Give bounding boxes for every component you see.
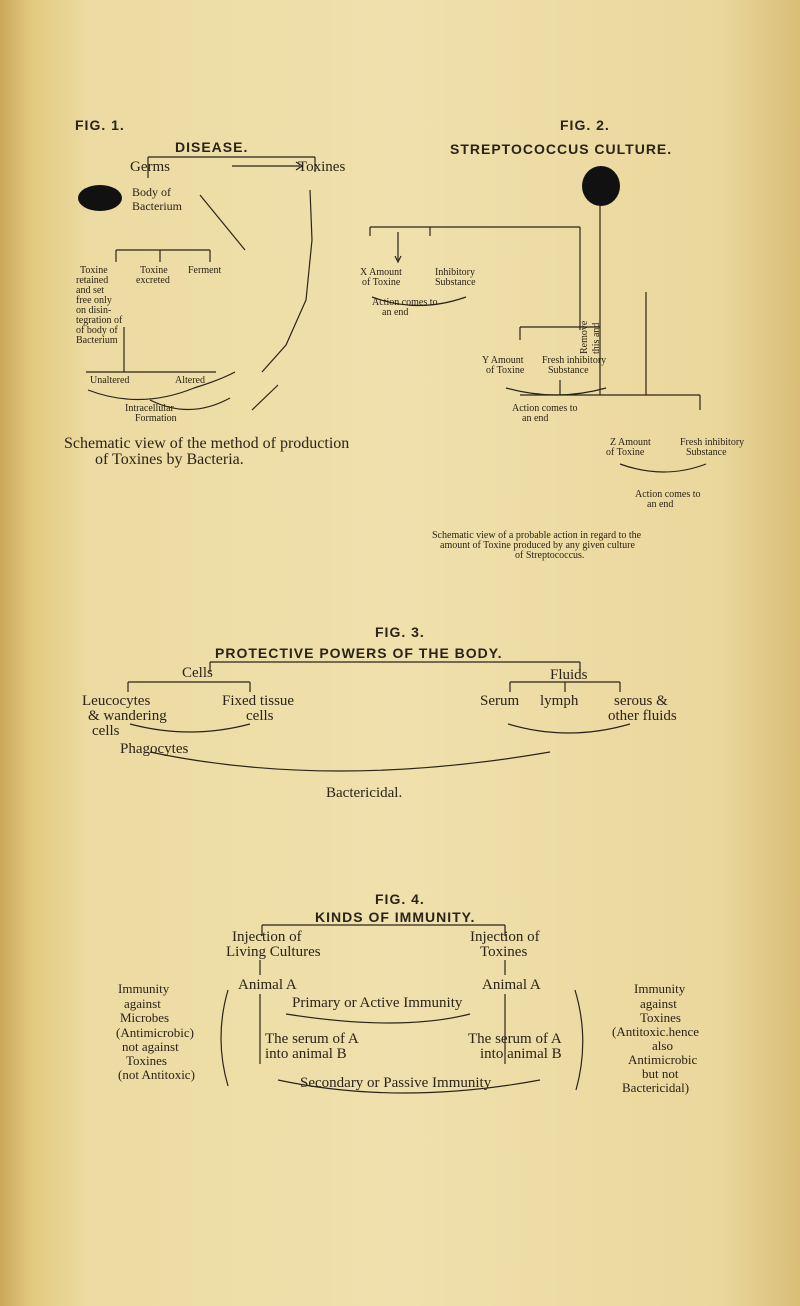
fig1-altered: Altered	[175, 375, 205, 386]
fig3-leuco-1: Leucocytes	[82, 693, 151, 709]
fig3-phagocytes: Phagocytes	[120, 741, 189, 757]
fig2-y-1: Y Amount	[482, 355, 524, 366]
fig4-secondary: Secondary or Passive Immunity	[300, 1075, 492, 1091]
culture-shape	[582, 166, 620, 206]
fig4-label: FIG. 4.	[375, 891, 425, 907]
fig1-label: FIG. 1.	[75, 117, 125, 133]
fig3-serous-1: serous &	[614, 693, 668, 709]
fig4-inj-living-1: Injection of	[232, 929, 302, 945]
fig1-excreted-2: excreted	[136, 275, 170, 286]
fig2-title: STREPTOCOCCUS CULTURE.	[450, 141, 673, 157]
fig2-z-1: Z Amount	[610, 437, 651, 448]
fig2-remove-2: this and	[591, 322, 602, 354]
fig3-serum: Serum	[480, 693, 520, 709]
fig2-action3-2: an end	[647, 499, 674, 510]
fig2-caption-3: of Streptococcus.	[515, 550, 585, 561]
fig3-title: PROTECTIVE POWERS OF THE BODY.	[215, 645, 503, 661]
fig1-title: DISEASE.	[175, 139, 249, 155]
fig4-animal-a-left: Animal A	[238, 977, 297, 993]
fig2-fresh1-1: Fresh inhibitory	[542, 355, 607, 366]
fig1-caption-2: of Toxines by Bacteria.	[95, 451, 244, 468]
fig4-animal-a-right: Animal A	[482, 977, 541, 993]
fig1-intracellular-2: Formation	[135, 413, 177, 424]
fig1-excreted-1: Toxine	[140, 265, 168, 276]
fig2-caption-2: amount of Toxine produced by any given c…	[440, 540, 635, 551]
fig4-inj-tox-1: Injection of	[470, 929, 540, 945]
fig1-unaltered: Unaltered	[90, 375, 130, 386]
fig4-primary: Primary or Active Immunity	[292, 995, 463, 1011]
fig3-lymph: lymph	[540, 693, 579, 709]
fig4-serum-right-2: into animal B	[480, 1046, 562, 1062]
fig3-serous-2: other fluids	[608, 708, 677, 724]
fig3-leuco-3: cells	[92, 723, 120, 739]
fig4-serum-left-1: The serum of A	[265, 1031, 359, 1047]
fig1-caption-1: Schematic view of the method of producti…	[64, 435, 350, 452]
fig4-title: KINDS OF IMMUNITY.	[315, 909, 476, 925]
fig2-action2-1: Action comes to	[512, 403, 578, 414]
fig1-body-line1: Body of	[132, 185, 171, 199]
fig2-action2-2: an end	[522, 413, 549, 424]
fig1-ferment: Ferment	[188, 265, 222, 276]
fig2-y-2: of Toxine	[486, 365, 525, 376]
fig2-x-2: of Toxine	[362, 277, 401, 288]
fig2-remove-1: Remove	[579, 320, 590, 354]
fig1-toxines: Toxines	[298, 159, 346, 175]
fig4-serum-left-2: into animal B	[265, 1046, 347, 1062]
fig1-body-line2: Bacterium	[132, 199, 182, 213]
fig3-fluids: Fluids	[550, 667, 588, 683]
fig3-fixed-1: Fixed tissue	[222, 693, 295, 709]
fig2-inhib1-1: Inhibitory	[435, 267, 475, 278]
fig2-label: FIG. 2.	[560, 117, 610, 133]
fig4-serum-right-1: The serum of A	[468, 1031, 562, 1047]
fig2-fresh1-2: Substance	[548, 365, 589, 376]
fig2-fresh2-1: Fresh inhibitory	[680, 437, 745, 448]
fig2-caption-1: Schematic view of a probable action in r…	[432, 530, 642, 541]
fig1-intracellular-1: Intracellular	[125, 403, 174, 414]
fig4-inj-living-2: Living Cultures	[226, 944, 321, 960]
fig2-inhib1-2: Substance	[435, 277, 476, 288]
fig3-leuco-2: & wandering	[88, 708, 167, 724]
bacterium-shape	[78, 185, 122, 211]
fig2-action1-2: an end	[382, 307, 409, 318]
fig2-x-1: X Amount	[360, 267, 402, 278]
fig3-label: FIG. 3.	[375, 624, 425, 640]
fig3-bactericidal: Bactericidal.	[326, 785, 403, 801]
fig1-germs: Germs	[130, 159, 170, 175]
fig2-action3-1: Action comes to	[635, 489, 701, 500]
fig2-z-2: of Toxine	[606, 447, 645, 458]
fig4-inj-tox-2: Toxines	[480, 944, 528, 960]
fig2-fresh2-2: Substance	[686, 447, 727, 458]
fig3-fixed-2: cells	[246, 708, 274, 724]
fig3-cells: Cells	[182, 665, 213, 681]
fig2-action1-1: Action comes to	[372, 297, 438, 308]
